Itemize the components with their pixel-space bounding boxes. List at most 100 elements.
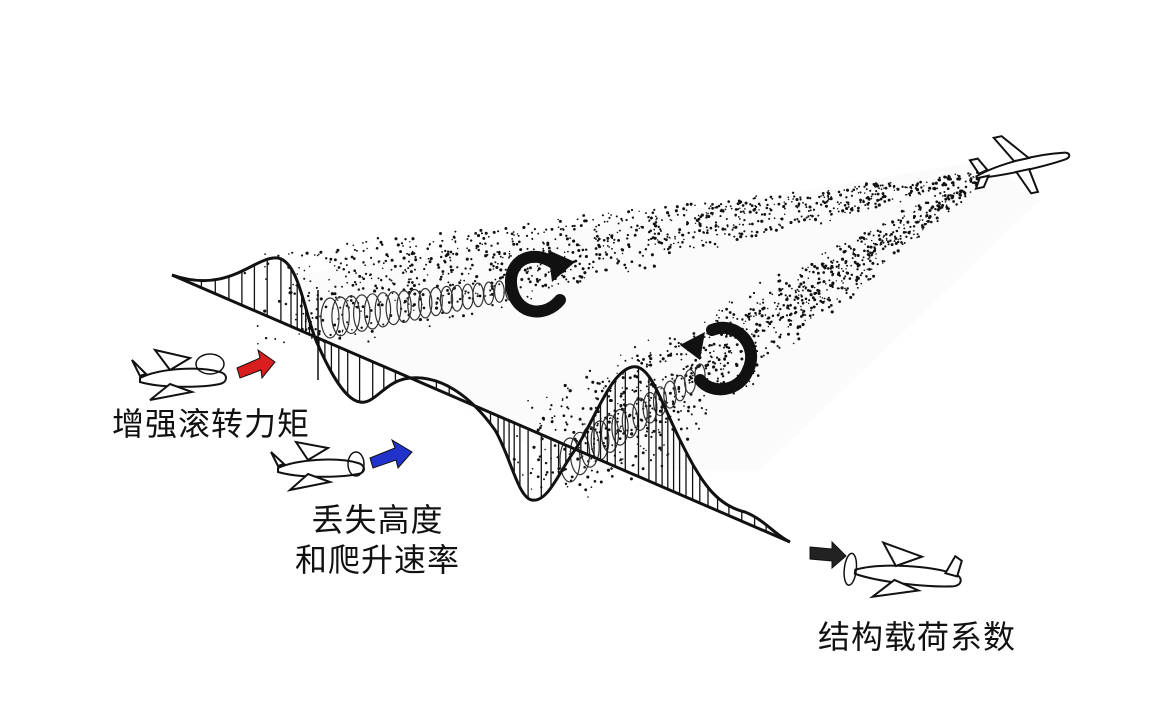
wake-dot [826,289,828,291]
wake-dot [776,305,779,308]
wake-dot [823,196,826,199]
wake-dot [750,204,754,208]
light-aircraft-descent-icon [270,440,365,492]
wake-dot [329,257,333,261]
wake-dot [869,230,872,233]
wake-dot [578,417,582,421]
wake-dot [352,244,355,247]
wake-dot [494,278,497,281]
wake-dot [565,234,568,237]
wake-dot [429,257,433,261]
wake-dot [535,277,539,281]
wake-dot [884,233,888,236]
wake-dot [264,253,266,255]
wake-dots [243,170,986,498]
wake-dot [707,360,710,363]
wake-dot [630,208,634,212]
wake-dot [715,205,719,209]
wake-dot [967,172,970,175]
wake-dot [551,285,553,287]
wake-dot [672,242,675,245]
wake-dot [549,408,552,411]
wake-dot [723,358,727,361]
wake-dot [766,203,769,207]
wake-dot [530,488,533,490]
wake-dot [844,287,846,290]
wake-dot [938,176,941,179]
wake-dot [779,292,783,296]
wake-dot [263,309,267,313]
wake-dot [775,331,777,334]
wake-dot [435,284,439,288]
wake-dot [293,292,296,295]
wake-dot [825,283,827,285]
wake-dot [739,210,743,214]
wake-dot [436,297,440,300]
wake-dot [442,273,444,275]
wake-dot [685,353,688,356]
wake-dot [694,422,698,425]
wake-dot [973,176,975,178]
wake-dot [591,380,595,384]
wake-dot [957,186,960,189]
wake-dot [428,260,432,264]
wake-dot [734,225,738,229]
wake-dot [391,282,394,284]
wake-dot [561,399,564,401]
wake-dot [912,229,915,232]
wake-dot [487,235,490,238]
wake-dot [743,322,745,325]
wake-dot [516,233,519,235]
wake-dot [787,284,791,288]
wake-dot [851,273,854,276]
wake-dot [638,227,641,230]
wake-dot [866,249,870,253]
wake-dot [401,271,405,275]
wake-dot [878,237,882,241]
wake-dot [827,256,830,259]
wake-dot [763,230,766,234]
wake-dot [361,305,365,309]
wake-dot [573,227,576,231]
wake-dot [649,459,653,462]
wake-dot [529,266,532,270]
wake-dot [458,281,462,285]
wake-dot [883,187,885,189]
wake-dot [333,258,337,262]
wake-dot [678,231,681,234]
wake-dot [872,252,874,254]
wake-dot [723,343,727,347]
wake-dot [735,343,739,346]
vortex-loop [621,403,639,439]
wake-dot [469,267,472,270]
wake-dot [828,279,831,282]
wake-dot [751,222,754,226]
wake-dot [659,229,663,233]
wake-dot [784,202,787,206]
wake-dot [414,268,416,271]
wake-dot [778,318,782,321]
wake-dot [838,203,841,206]
wake-dot [451,314,454,318]
wake-dot [857,263,861,267]
wake-dot [808,314,812,318]
wake-dot [830,196,833,198]
wake-dot [602,245,605,247]
wake-dot [583,219,587,223]
wake-dot [658,446,662,450]
wake-dot [758,209,760,211]
wake-dot [375,287,379,290]
wake-dot [571,224,574,228]
wake-dot [644,248,648,251]
wake-dot [471,263,474,267]
wake-dot [901,217,904,219]
wake-dot [609,417,612,419]
wake-dot [467,272,470,275]
wake-dot [361,276,364,278]
wake-dot [823,297,826,300]
wake-dot [310,336,313,339]
wake-dot [917,204,921,208]
wake-dot [607,420,611,424]
wake-dot [466,247,468,250]
wake-dot [900,209,904,213]
